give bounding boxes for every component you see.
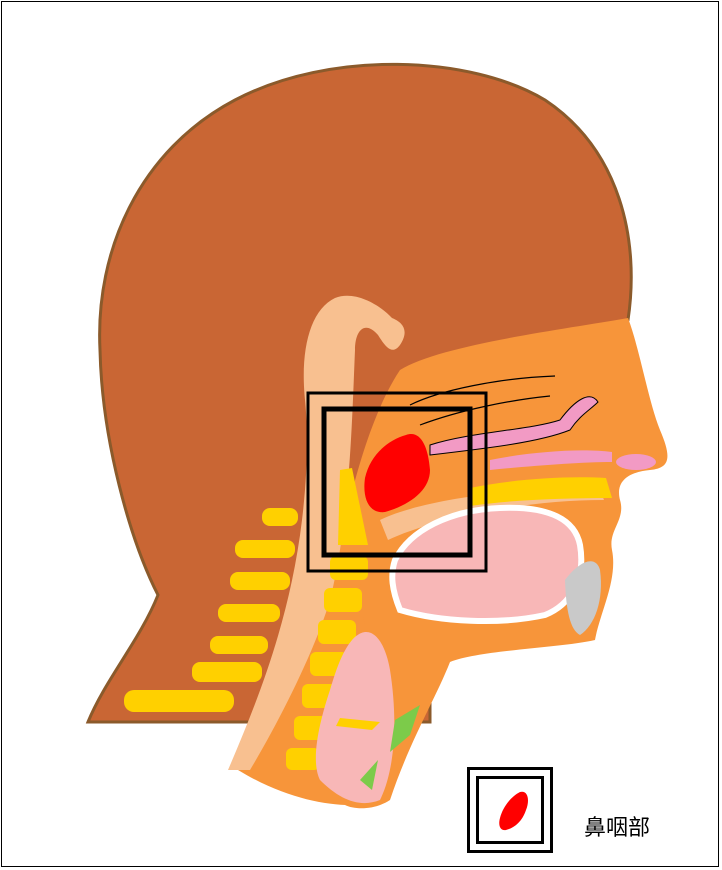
nostril bbox=[616, 454, 656, 470]
nasopharynx-region-icon bbox=[470, 770, 550, 850]
legend-label: 鼻咽部 bbox=[584, 810, 650, 842]
legend-icon-box bbox=[467, 767, 553, 853]
